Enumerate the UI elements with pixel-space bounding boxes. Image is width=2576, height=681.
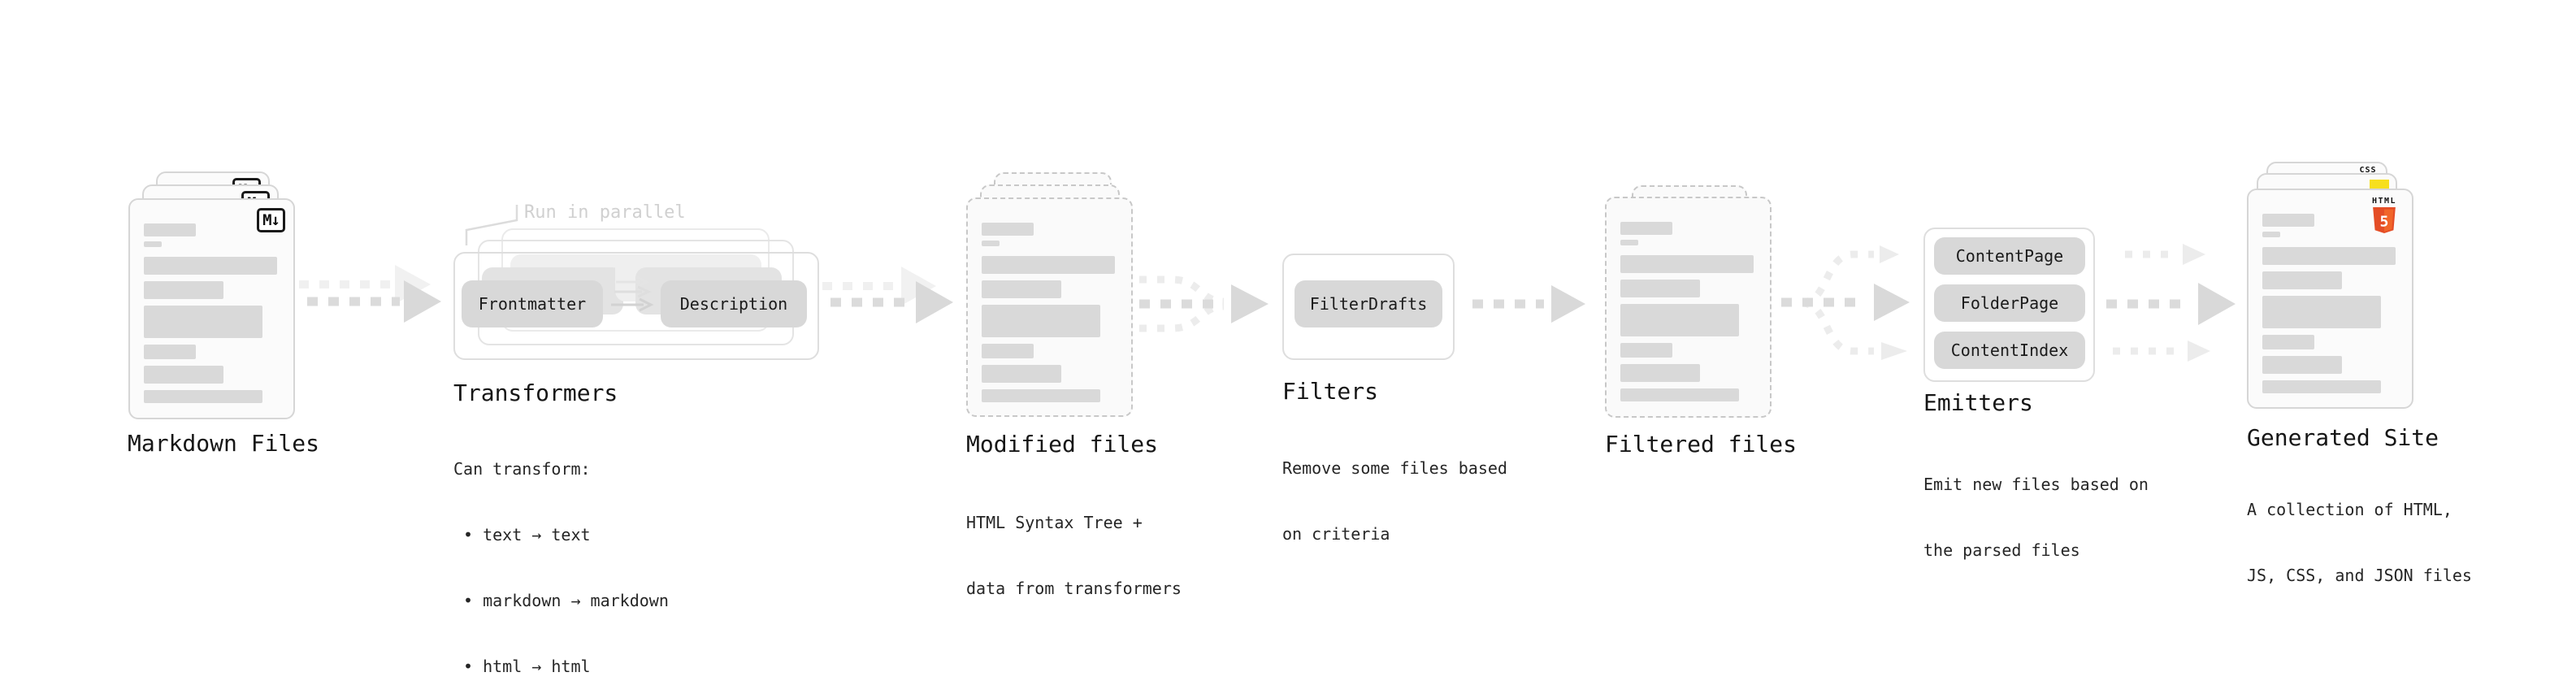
placeholder-line xyxy=(1620,343,1672,358)
document-content-placeholder xyxy=(144,223,277,403)
run-in-parallel-note: Run in parallel xyxy=(524,202,686,223)
placeholder-line xyxy=(982,305,1100,337)
placeholder-line xyxy=(1620,222,1672,235)
transformer-frontmatter-chip: Frontmatter xyxy=(462,280,603,327)
filtered-file-card-front xyxy=(1605,197,1772,418)
placeholder-line xyxy=(982,256,1115,274)
document-content-placeholder xyxy=(1620,222,1754,401)
placeholder-line xyxy=(2262,380,2381,393)
stage-caption-generated-site: A collection of HTML, JS, CSS, and JSON … xyxy=(2247,500,2472,585)
arrow-transformers-to-modified xyxy=(822,267,953,323)
svg-text:5: 5 xyxy=(2380,213,2389,230)
placeholder-line xyxy=(144,241,162,247)
emitter-folder-page-chip: FolderPage xyxy=(1934,284,2085,322)
transformer-description-chip: Description xyxy=(661,280,807,327)
html5-shield: 5 xyxy=(2373,207,2396,233)
modified-file-card-front xyxy=(966,197,1133,417)
arrow-filters-to-filtered xyxy=(1472,285,1585,323)
placeholder-line xyxy=(2262,335,2314,349)
placeholder-line xyxy=(144,390,262,403)
emitter-content-page-chip: ContentPage xyxy=(1934,237,2085,275)
placeholder-line xyxy=(1620,255,1754,273)
emitter-content-index-chip: ContentIndex xyxy=(1934,332,2085,369)
placeholder-line xyxy=(982,389,1100,402)
markdown-file-card-front: M↓ xyxy=(128,198,295,419)
stage-label-filtered-files: Filtered files xyxy=(1605,431,1798,458)
placeholder-line xyxy=(144,366,223,384)
placeholder-line xyxy=(982,241,1000,246)
placeholder-line xyxy=(144,223,196,236)
placeholder-line xyxy=(144,281,223,299)
markdown-icon: M↓ xyxy=(257,208,285,232)
placeholder-line xyxy=(144,257,277,275)
stage-label-emitters: Emitters xyxy=(1923,389,2033,416)
arrow-emitters-to-site xyxy=(2106,244,2236,362)
placeholder-line xyxy=(144,345,196,359)
arrow-markdown-to-transformers xyxy=(299,265,441,323)
generated-file-card-html: HTML 5 xyxy=(2247,189,2413,409)
placeholder-line xyxy=(2262,271,2342,289)
stage-caption-transformers: Can transform: • text → text • markdown … xyxy=(453,459,669,676)
placeholder-line xyxy=(144,306,262,338)
placeholder-line xyxy=(1620,304,1739,336)
stage-label-modified-files: Modified files xyxy=(966,431,1159,458)
placeholder-line xyxy=(1620,364,1700,382)
placeholder-line xyxy=(2262,296,2381,328)
arrow-filtered-to-emitters xyxy=(1781,245,1910,360)
placeholder-line xyxy=(1620,280,1700,297)
document-content-placeholder xyxy=(982,223,1115,402)
placeholder-line xyxy=(982,280,1061,298)
placeholder-line xyxy=(1620,240,1638,245)
placeholder-line xyxy=(982,223,1034,236)
stage-label-filters: Filters xyxy=(1282,378,1379,405)
stage-caption-modified-files: HTML Syntax Tree + data from transformer… xyxy=(966,513,1182,598)
filter-drafts-chip: FilterDrafts xyxy=(1295,280,1442,327)
document-content-placeholder xyxy=(2262,214,2396,393)
stage-label-generated-site: Generated Site xyxy=(2247,424,2439,451)
placeholder-line xyxy=(982,344,1034,358)
placeholder-line xyxy=(1620,388,1739,401)
html5-icon: HTML 5 xyxy=(2366,197,2402,233)
placeholder-line xyxy=(2262,214,2314,227)
stage-caption-emitters: Emit new files based on the parsed files xyxy=(1923,475,2149,560)
placeholder-line xyxy=(2262,232,2280,237)
stage-caption-filters: Remove some files based on criteria xyxy=(1282,458,1507,544)
placeholder-line xyxy=(2262,356,2342,374)
arrow-modified-to-filters xyxy=(1139,275,1268,332)
transformer-box-front xyxy=(453,252,819,360)
stage-label-transformers: Transformers xyxy=(453,380,618,406)
placeholder-line xyxy=(2262,247,2396,265)
placeholder-line xyxy=(982,365,1061,383)
stage-label-markdown-files: Markdown Files xyxy=(128,430,320,457)
